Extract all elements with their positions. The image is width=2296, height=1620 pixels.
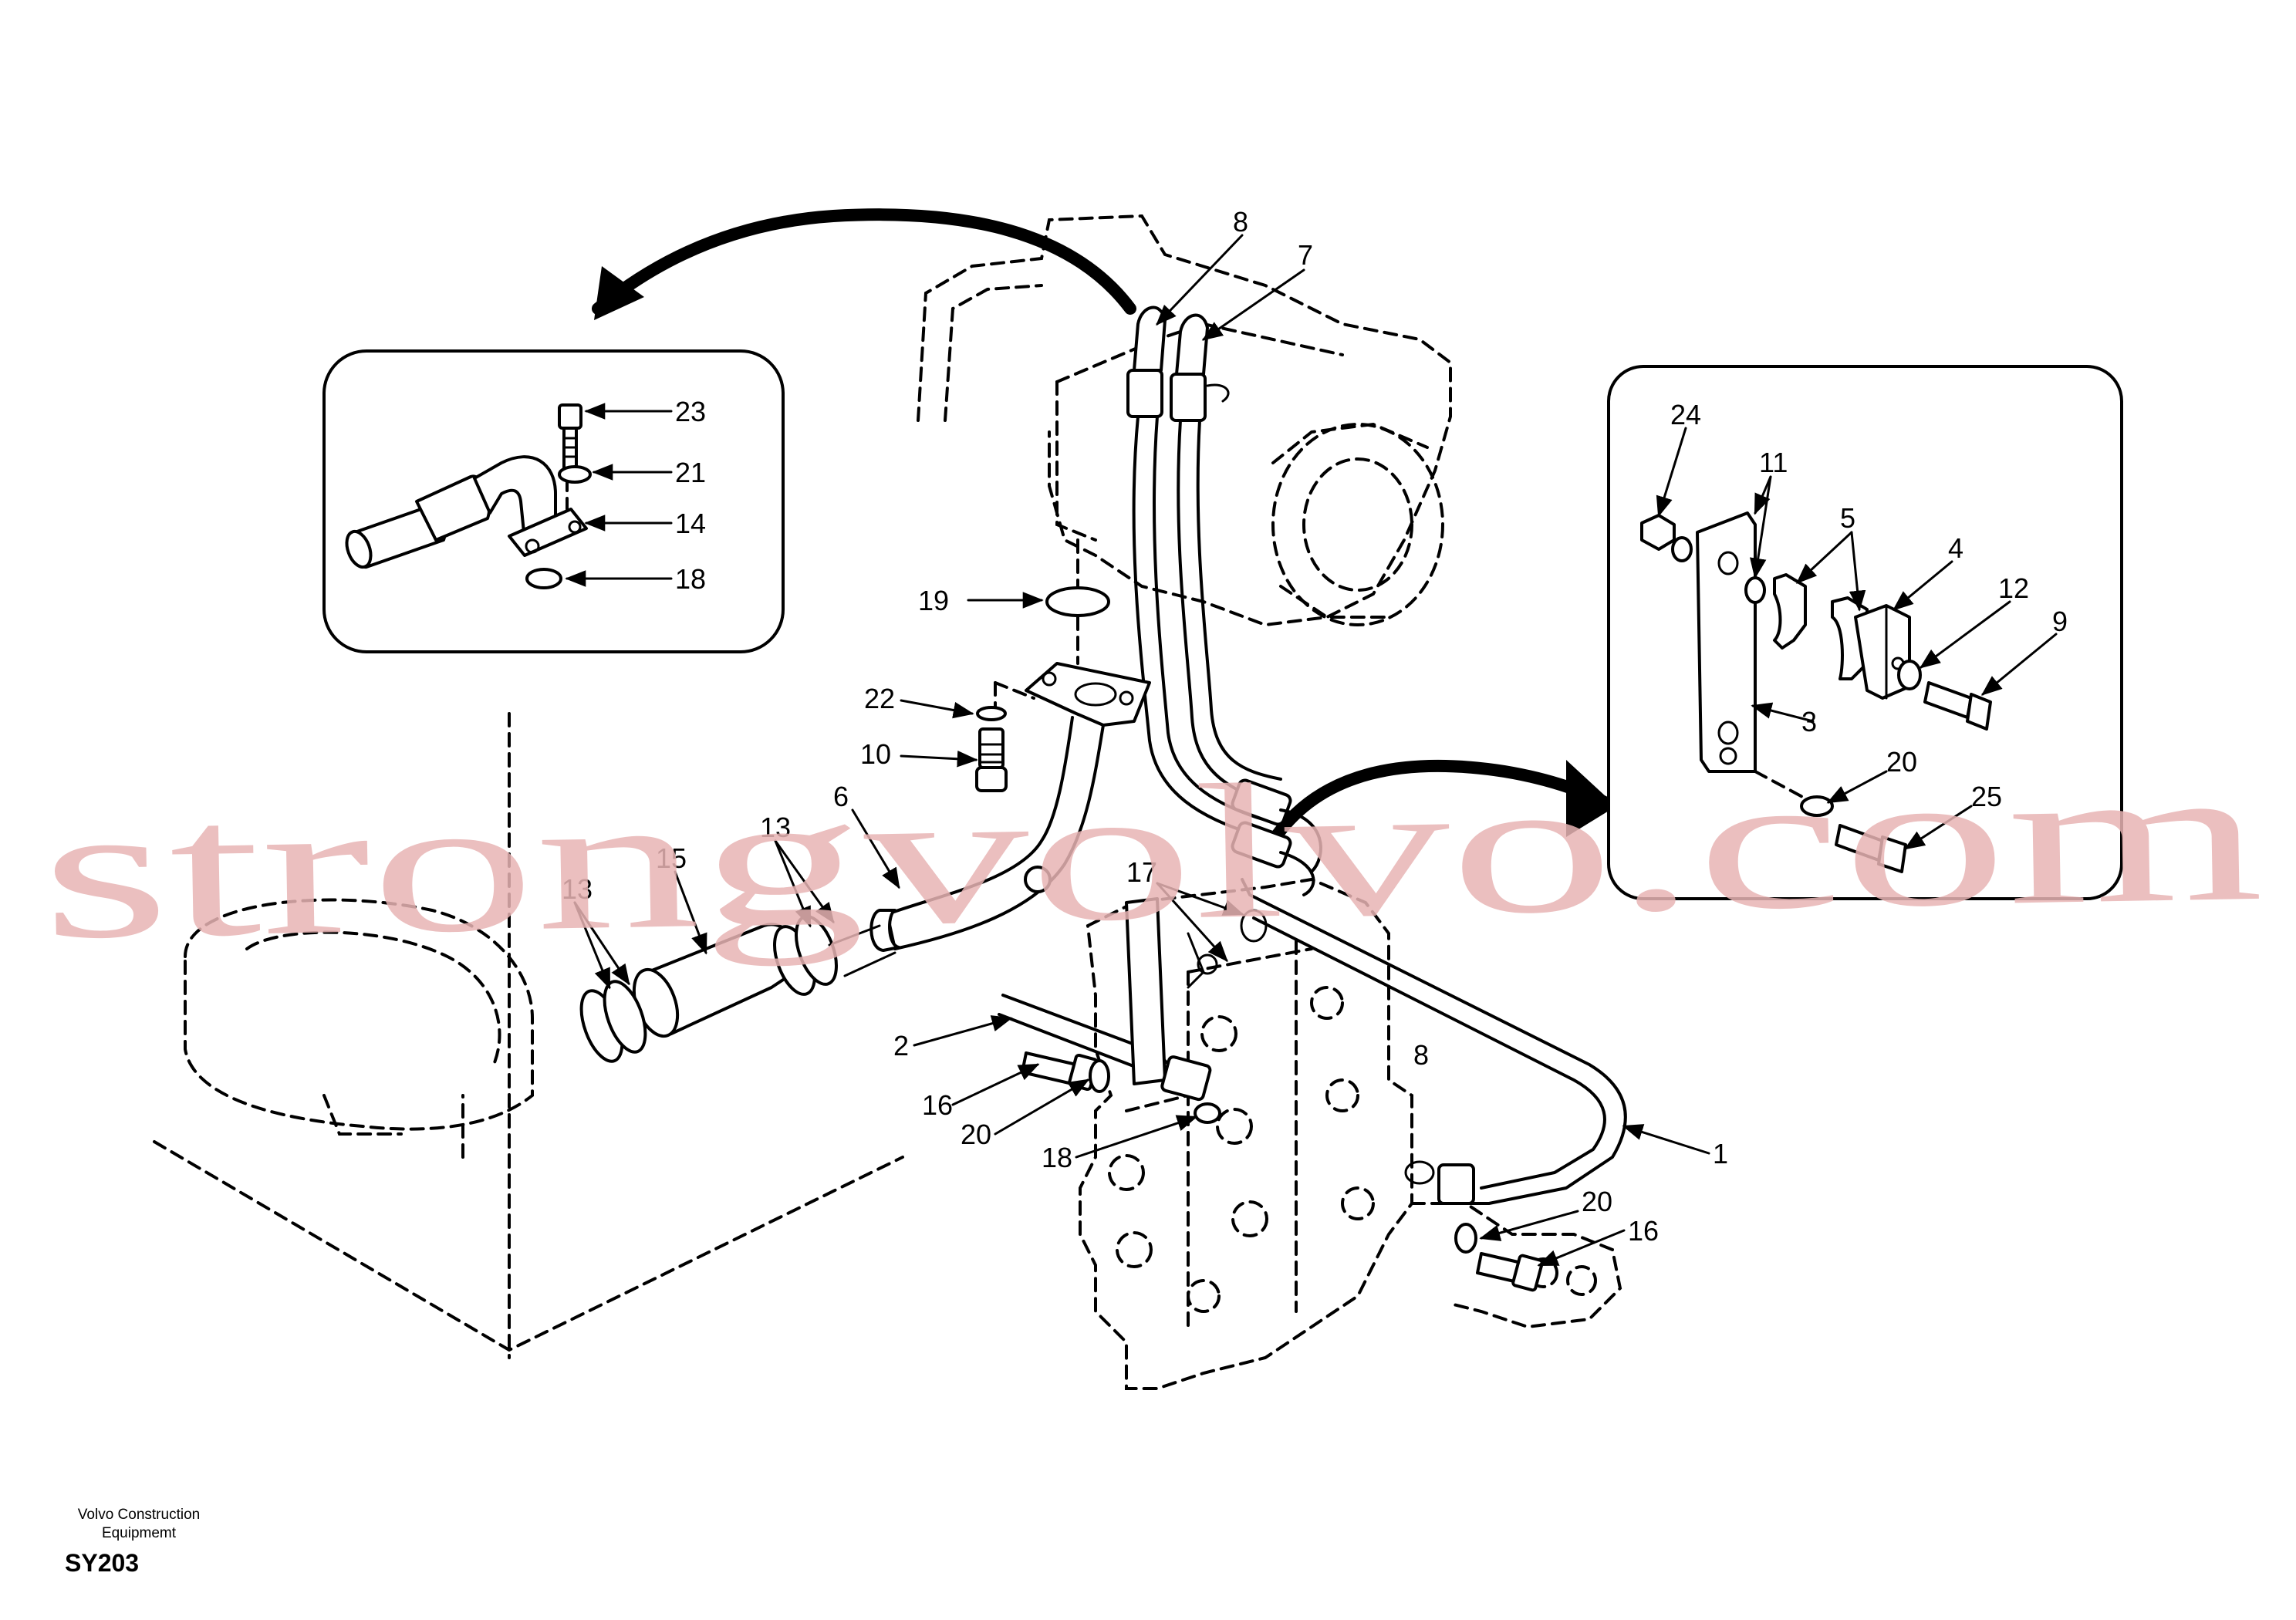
label-20-right: 20 [1582, 1186, 1612, 1217]
label-8-top: 8 [1233, 206, 1248, 238]
label-18-detail: 18 [675, 563, 706, 595]
label-21: 21 [675, 457, 706, 488]
label-20-left: 20 [961, 1119, 991, 1150]
label-19: 19 [918, 585, 949, 616]
label-6: 6 [833, 781, 849, 812]
label-3: 3 [1801, 706, 1817, 737]
arrow-to-right-detail [1267, 759, 1616, 847]
label-8-mid: 8 [1413, 1039, 1429, 1071]
o-ring-18 [1194, 1102, 1221, 1124]
bolt-16-left [1021, 1051, 1110, 1093]
suction-hose-section [579, 915, 896, 1063]
diagram-code: SY203 [65, 1549, 140, 1577]
arrow-to-left-detail [592, 208, 1136, 320]
label-16-right: 16 [1628, 1215, 1659, 1247]
o-ring-19 [1045, 586, 1110, 617]
label-13-right: 13 [760, 812, 791, 843]
leader-lines [565, 234, 2058, 1267]
maker-line-1: Volvo Construction [77, 1507, 201, 1523]
label-14: 14 [675, 508, 706, 539]
label-17: 17 [1126, 856, 1157, 888]
maker-line-2: Equipmemt [101, 1525, 177, 1541]
label-20-detail: 20 [1886, 746, 1917, 778]
label-12: 12 [1998, 572, 2029, 604]
label-5: 5 [1840, 502, 1855, 534]
bolt-16-right [1454, 1223, 1544, 1292]
label-15: 15 [656, 842, 687, 874]
label-10: 10 [860, 738, 891, 770]
label-11: 11 [1759, 447, 1788, 478]
detail-box-right [1607, 365, 2123, 900]
footer: Volvo Construction Equipmemt SY203 [46, 1506, 231, 1578]
label-23: 23 [675, 396, 706, 427]
label-24: 24 [1670, 399, 1701, 430]
watermark: strongvolvo.com [39, 727, 2264, 980]
label-16-left: 16 [922, 1089, 953, 1121]
label-4: 4 [1948, 532, 1963, 564]
bolt-10 [975, 706, 1008, 792]
label-25: 25 [1971, 781, 2002, 812]
tank-outline [153, 712, 904, 1359]
callout-labels: 23 21 14 18 8 7 19 22 10 6 13 15 13 17 2… [562, 206, 2068, 1247]
return-pipes [998, 878, 1627, 1205]
suction-pipe [869, 662, 1151, 952]
label-1: 1 [1713, 1138, 1728, 1169]
label-7: 7 [1298, 239, 1313, 271]
label-2: 2 [893, 1030, 909, 1061]
label-18: 18 [1042, 1142, 1072, 1173]
detail-box-left [322, 349, 785, 653]
label-9: 9 [2052, 606, 2068, 637]
label-22: 22 [864, 683, 895, 714]
label-13-left: 13 [562, 873, 593, 905]
